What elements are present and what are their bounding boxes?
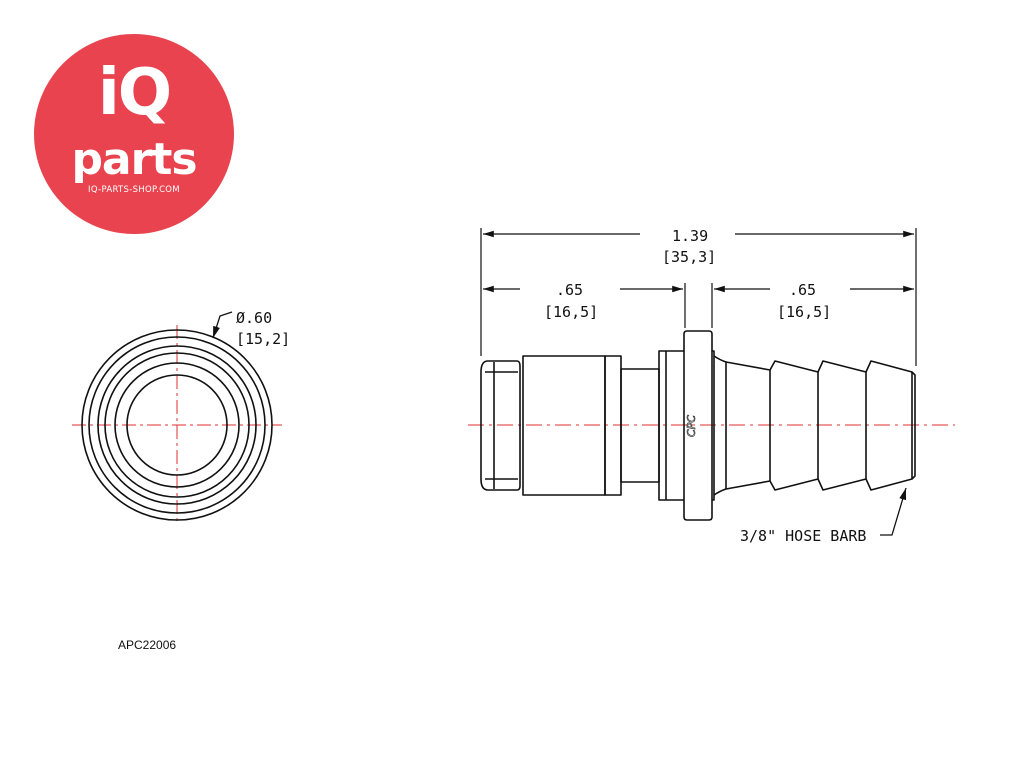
- end-view-outer-circle: [81, 329, 273, 521]
- end-view-diameter-inch: Ø.60: [236, 309, 272, 327]
- side-view: [468, 228, 955, 536]
- right-length-inch: .65: [789, 281, 816, 299]
- end-view-bore-circle: [126, 374, 228, 476]
- part-code-label: APC22006: [118, 638, 177, 652]
- left-length-inch: .65: [556, 281, 583, 299]
- right-length-mm: [16,5]: [777, 303, 831, 321]
- cpc-marking: CPC: [685, 415, 698, 437]
- overall-length-mm: [35,3]: [662, 248, 716, 266]
- overall-length-inch: 1.39: [672, 227, 708, 245]
- hose-barb-leader: [880, 487, 907, 536]
- logo-iq-text: iQ: [97, 56, 172, 130]
- diameter-leader: [212, 311, 233, 339]
- logo-parts-text: parts: [71, 134, 197, 185]
- logo-url-text: IQ-PARTS-SHOP.COM: [88, 185, 180, 195]
- iq-parts-logo: iQ parts IQ-PARTS-SHOP.COM: [34, 34, 234, 234]
- hose-barb-callout: 3/8" HOSE BARB: [740, 527, 866, 545]
- end-view: [72, 311, 282, 525]
- left-length-mm: [16,5]: [544, 303, 598, 321]
- end-view-diameter-mm: [15,2]: [236, 330, 290, 348]
